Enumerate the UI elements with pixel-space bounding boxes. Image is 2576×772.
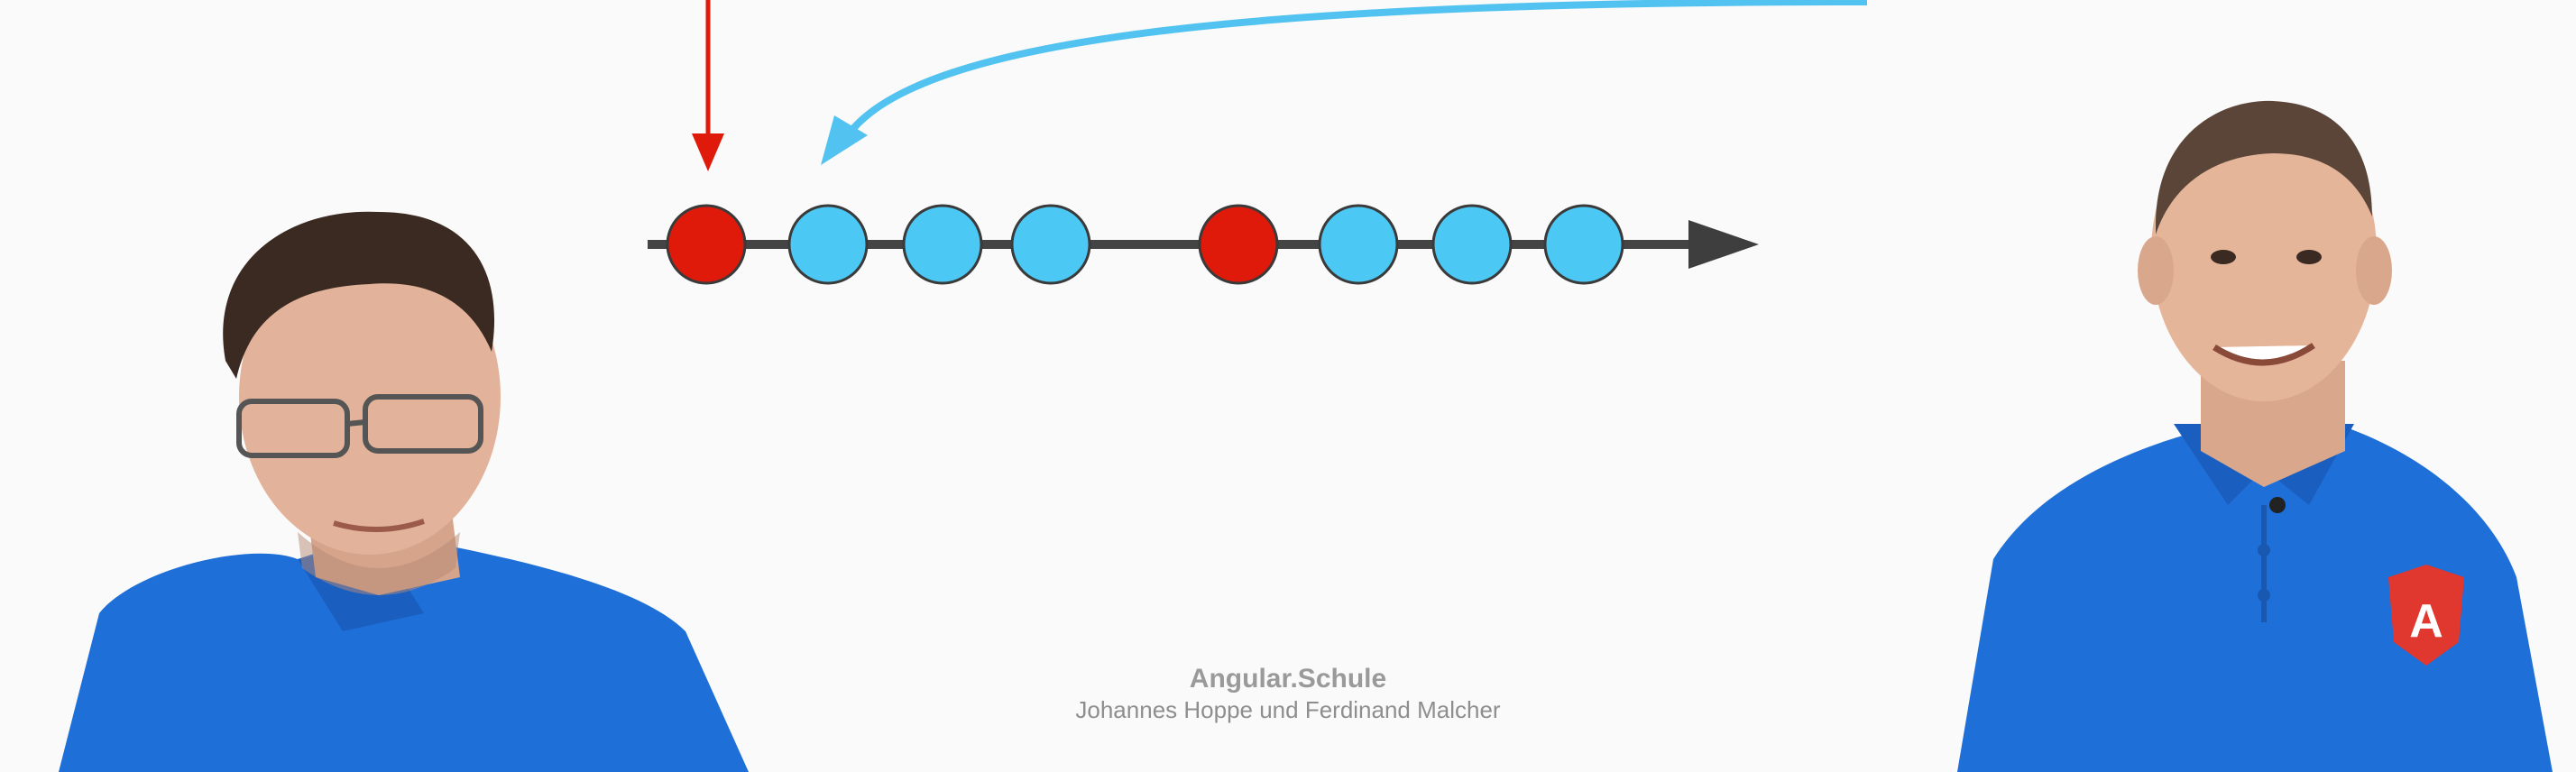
angular-logo-letter: A	[2409, 595, 2443, 648]
angular-logo-icon: A	[2388, 565, 2464, 666]
red-incoming-arrow	[692, 0, 724, 171]
blue-curved-arrow	[821, 0, 1868, 165]
marble-blue-7	[1431, 204, 1513, 285]
presenter-left	[59, 211, 749, 772]
marble-red-1	[666, 204, 747, 285]
person-with-glasses-icon	[59, 211, 749, 772]
presenter-right: A	[1957, 100, 2553, 772]
marble-events	[666, 204, 1624, 285]
marble-red-5	[1198, 204, 1279, 285]
marble-blue-4	[1010, 204, 1091, 285]
marble-blue-2	[787, 204, 869, 285]
marble-blue-6	[1318, 204, 1399, 285]
channel-credit: Angular.Schule Johannes Hoppe und Ferdin…	[0, 663, 2576, 724]
person-with-angular-logo-shirt-icon: A	[1957, 100, 2553, 772]
presenters-names: Johannes Hoppe und Ferdinand Malcher	[1075, 696, 1501, 723]
marble-blue-8	[1543, 204, 1624, 285]
channel-title: Angular.Schule	[1189, 664, 1387, 694]
marble-blue-3	[902, 204, 983, 285]
